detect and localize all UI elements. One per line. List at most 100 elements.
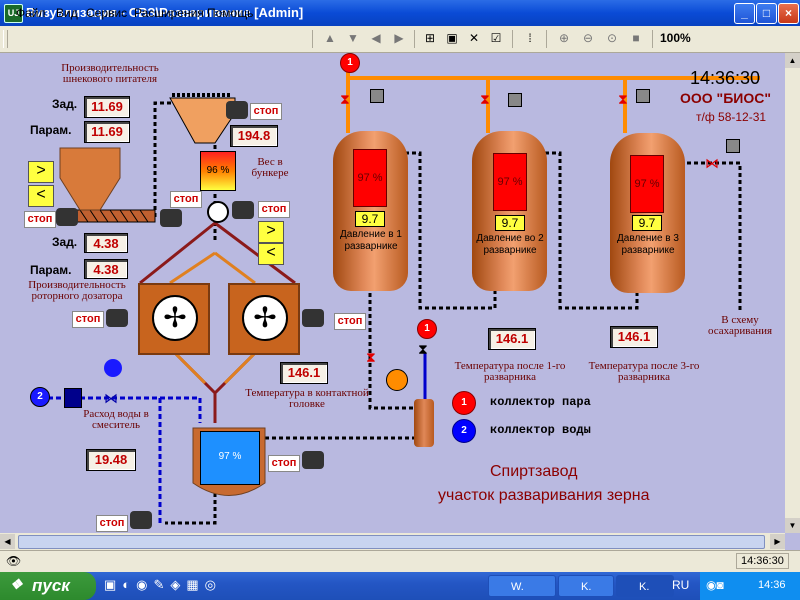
company-name: ООО "БИОС" [680,90,771,106]
doser1-stop-button[interactable]: стоп [72,311,104,328]
zoom-icon[interactable]: ⊙ [606,31,618,45]
arrow-up-icon[interactable]: ▲ [324,31,336,45]
screw-increase-button[interactable]: > [28,161,54,183]
check-icon[interactable]: ☑ [490,31,502,45]
legend-steam-icon: 1 [452,391,476,415]
screw-param-label: Парам. [30,123,72,137]
dosing-decrease-button[interactable]: < [258,243,284,265]
scroll-right-icon[interactable]: ▶ [770,534,785,549]
steam-valve-1-icon[interactable]: ⧗ [340,91,350,107]
menu-help[interactable]: Помощь [207,6,254,20]
vertical-scrollbar[interactable]: ▲ ▼ [785,53,800,533]
bunker-feed-motor-icon [226,101,248,119]
legend-water-label: коллектор воды [490,423,591,437]
water-valve-icon[interactable]: ⋈ [104,390,118,406]
rotary-set-value[interactable]: 4.38 [84,233,128,253]
water-valve-actuator-icon [104,359,122,377]
valve-actuator-icon [726,139,740,153]
bunker-feed-stop-button[interactable]: стоп [250,103,282,120]
scroll-down-icon[interactable]: ▼ [785,518,800,533]
temp-after-1-value: 146.1 [488,328,536,350]
scroll-up-icon[interactable]: ▲ [785,53,800,68]
contact-head-temp-value: 146.1 [280,362,328,384]
arrow-right-icon[interactable]: ▶ [394,31,404,45]
rotary-feeder-title: Производительность роторного дозатора [28,279,126,302]
doser2-stop-button[interactable]: стоп [334,313,366,330]
check-valve-icon[interactable]: ⧗ [418,341,428,357]
quick-launch-icons[interactable]: ▣◐◉✎◈▦◎ [104,577,222,592]
dosing-motor-icon [232,201,254,219]
arrow-left-icon[interactable]: ◀ [371,31,381,45]
menu-bar [0,26,800,53]
boiler-3-pressure-label: Давление в 3 разварнике [617,233,679,256]
menu-view[interactable]: Вид [56,6,78,20]
screw-param-value: 11.69 [84,121,130,143]
mixer-level-indicator: 97 % [200,431,260,485]
legend-water-icon: 2 [452,419,476,443]
zoom-level[interactable]: 100% [660,31,691,45]
mixer-pump-stop-button[interactable]: стоп [96,515,128,532]
dosing-stop-button[interactable]: стоп [258,201,290,218]
toolbar-separator [546,30,547,48]
footer-title: Спиртзавод [490,463,578,480]
menu-grip [3,30,8,48]
tray-icons[interactable]: ◉◙ [706,578,724,592]
mnemonic-scheme: 14:36:30 ООО "БИОС" т/ф 58-12-31 Произво… [0,53,785,533]
fit-icon[interactable]: ▣ [446,31,458,45]
square-icon[interactable]: ■ [632,31,640,45]
language-indicator[interactable]: RU [672,578,690,592]
fan-icon: ✢ [152,295,198,341]
tree-icon[interactable]: ⊞ [424,31,436,45]
doser2-motor-icon [302,309,324,327]
outlet-valve-icon[interactable]: ⋈ [705,155,719,171]
start-label: пуск [32,576,70,595]
screw-stop-button[interactable]: стоп [24,211,56,228]
arrow-down-icon[interactable]: ▼ [347,31,359,45]
status-bar [0,550,800,573]
menu-extensions[interactable]: Расширения [134,6,204,20]
boiler-3-level: 97 % [630,155,664,213]
mixer-motor-icon [302,451,324,469]
screw-decrease-button[interactable]: < [28,185,54,207]
pin-icon[interactable]: ⁞ [528,31,532,45]
maximize-button[interactable]: □ [756,3,777,24]
steam-collector-1-icon: 1 [340,53,360,73]
zoom-out-icon[interactable]: ⊖ [582,31,594,45]
dosing-increase-button[interactable]: > [258,221,284,243]
contact-valve-icon[interactable]: ⧗ [366,349,376,365]
task-k2[interactable]: K. [616,575,674,597]
tools-icon[interactable]: ✕ [468,31,480,45]
mixer-stop-button[interactable]: стоп [268,455,300,472]
horizontal-scrollbar[interactable]: ◀ ▶ [0,533,785,550]
title-bar [0,0,800,26]
scale-gauge-icon [207,201,229,223]
task-k1[interactable]: K. [558,575,614,597]
steam-valve-2-icon[interactable]: ⧗ [480,91,490,107]
header-time: 14:36:30 [690,68,761,88]
steam-valve-3-icon[interactable]: ⧗ [618,91,628,107]
fan-icon: ✢ [242,295,288,341]
zoom-in-icon[interactable]: ⊕ [558,31,570,45]
saccharification-label: В схему осахаривания [707,314,773,337]
boiler-1-level: 97 % [353,149,387,207]
start-button[interactable]: ❖ пуск [0,572,96,600]
boiler-1-pressure-value: 9.7 [355,211,385,227]
screw-set-label: Зад. [52,97,78,111]
screw-feeder-title: Производительность шнекового питателя [61,62,159,85]
legend-steam-label: коллектор пара [490,395,591,409]
screw-set-value[interactable]: 11.69 [84,96,130,118]
minimize-button[interactable]: _ [734,3,755,24]
bunker-stop-button[interactable]: стоп [170,191,202,208]
windows-logo-icon: ❖ [10,576,23,592]
toolbar-separator [652,30,653,48]
close-button[interactable]: × [778,3,799,24]
temp-after-3-value: 146.1 [610,326,658,348]
boiler-2-pressure-label: Давление во 2 разварнике [476,233,544,256]
valve-actuator-icon [636,89,650,103]
bunker-weight-label: Вес в бункере [251,156,289,179]
menu-service[interactable]: Сервис [86,6,128,20]
menu-file[interactable]: Файл [16,6,46,20]
scroll-left-icon[interactable]: ◀ [0,534,15,549]
scroll-thumb[interactable] [18,535,765,549]
task-word[interactable]: W. [488,575,556,597]
